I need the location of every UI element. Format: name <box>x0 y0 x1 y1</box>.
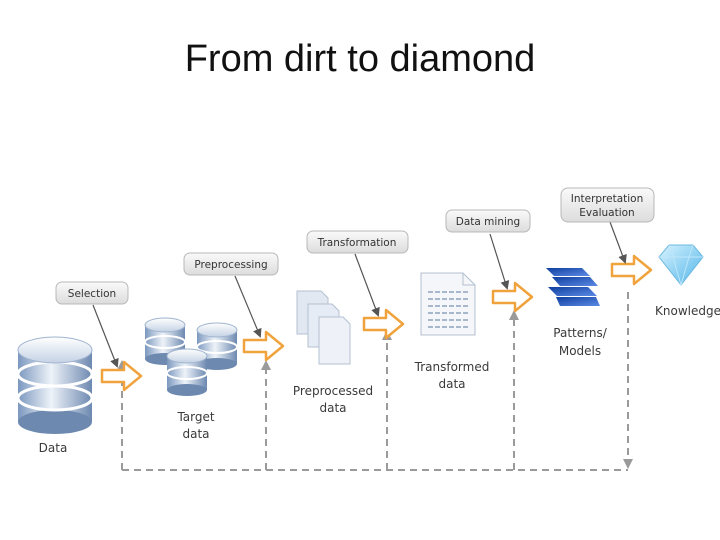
data-label: Data <box>39 441 68 455</box>
flow-arrow-1 <box>100 360 143 392</box>
patterns-models-icon <box>546 268 600 306</box>
flow-arrow-3 <box>362 308 405 340</box>
patterns-models-label-line2: Models <box>559 344 601 358</box>
preprocessed-data-label-line2: data <box>319 401 346 415</box>
step-tag-preprocessing: Preprocessing <box>183 252 279 276</box>
callout-lines <box>92 221 627 368</box>
step-preprocessing-label: Preprocessing <box>194 259 267 271</box>
step-tag-selection: Selection <box>55 281 129 305</box>
preprocessed-data-icon <box>296 290 351 365</box>
knowledge-label: Knowledge <box>655 304 720 318</box>
step-tag-transformation: Transformation <box>306 230 409 254</box>
step-tag-data-mining: Data mining <box>445 209 531 233</box>
preprocessed-data-label-line1: Preprocessed <box>293 384 373 398</box>
target-data-label-line2: data <box>182 427 209 441</box>
flow-arrow-4 <box>491 281 534 313</box>
transformed-data-label-line2: data <box>438 377 465 391</box>
step-interpretation-label-line1: Interpretation <box>571 193 644 205</box>
data-database-icon <box>16 336 94 434</box>
step-data-mining-label: Data mining <box>456 216 520 228</box>
step-tag-interpretation: Interpretation Evaluation <box>560 187 655 223</box>
patterns-models-label-line1: Patterns/ <box>553 326 607 340</box>
flow-arrow-5 <box>610 254 653 286</box>
page-title: From dirt to diamond <box>184 38 536 80</box>
step-transformation-label: Transformation <box>317 237 397 249</box>
feedback-loop <box>117 292 633 471</box>
target-data-icon <box>144 317 238 396</box>
transformed-data-label-line1: Transformed <box>414 360 490 374</box>
flow-arrow-2 <box>242 330 285 362</box>
target-data-label-line1: Target <box>176 410 214 424</box>
step-interpretation-label-line2: Evaluation <box>579 207 634 219</box>
knowledge-diamond-icon <box>658 244 704 286</box>
transformed-data-icon <box>420 272 476 336</box>
step-selection-label: Selection <box>68 288 116 300</box>
flow-arrows <box>100 254 653 392</box>
